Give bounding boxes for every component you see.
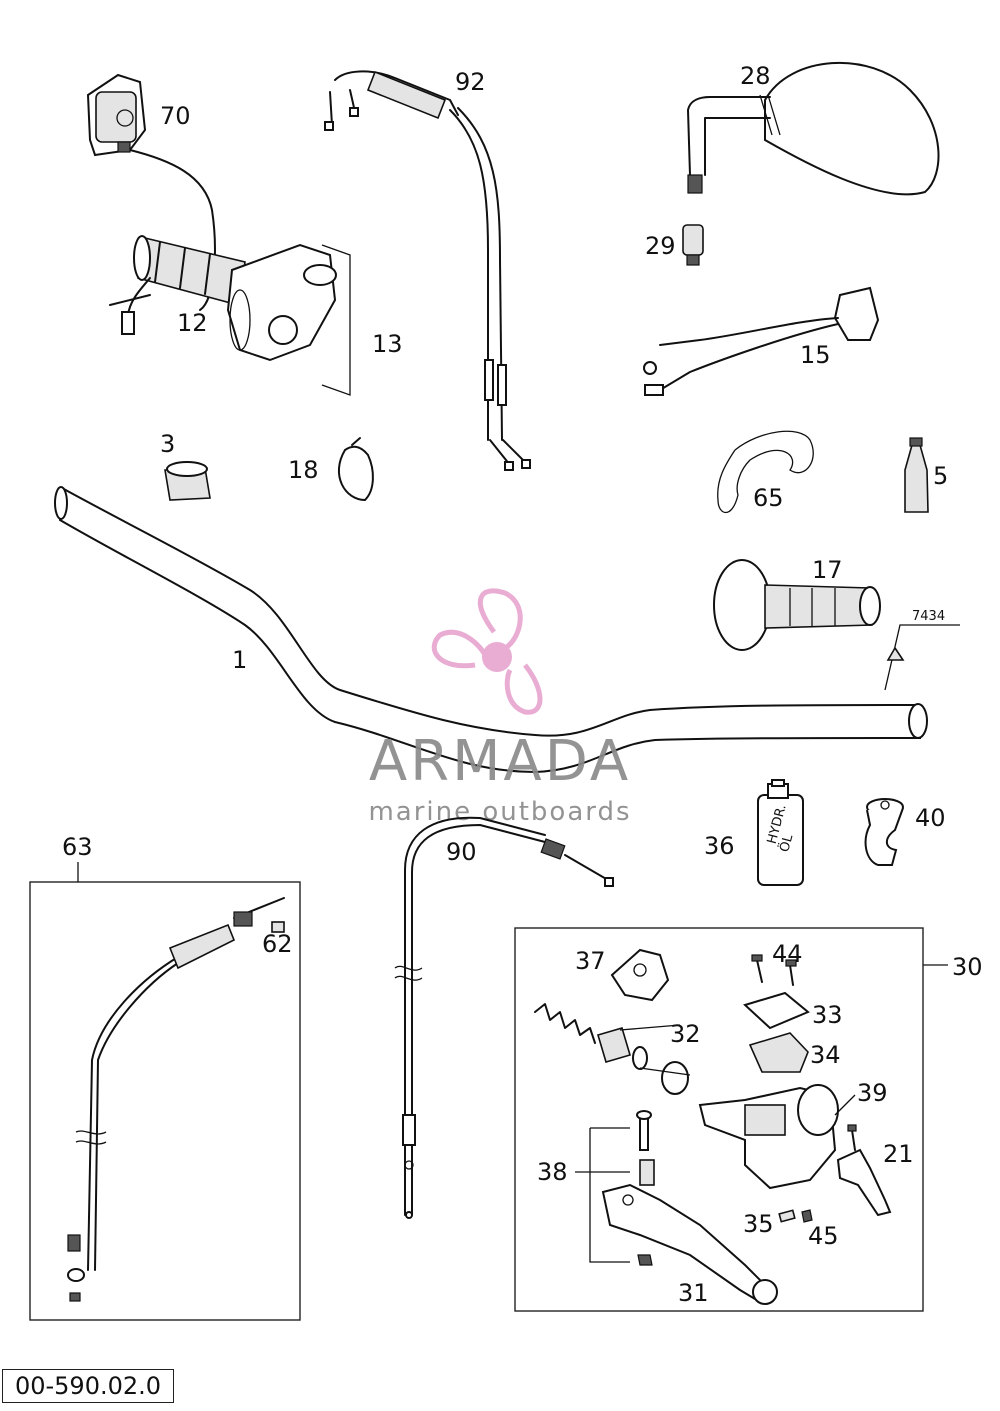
part-38-pivot-kit [575,1110,655,1266]
callout-39: 39 [857,1079,888,1107]
callout-29: 29 [645,232,676,260]
callout-63: 63 [62,833,93,861]
callout-35: 35 [743,1210,774,1238]
part-33-cover [743,991,810,1030]
part-63-clutch-cable [67,897,285,1302]
callout-34: 34 [810,1041,841,1069]
watermark-logo: ARMADA marine outboards [368,588,631,827]
callout-65: 65 [753,484,784,512]
callout-7434: 7434 [912,609,945,624]
callout-92: 92 [455,68,486,96]
part-31-lever [601,1183,778,1305]
part-35-45-small-parts [778,1209,813,1223]
callout-1: 1 [232,646,247,674]
part-92-throttle-cables [324,70,531,471]
part-13-throttle-housing [226,243,351,396]
callout-40: 40 [915,804,946,832]
callout-70: 70 [160,102,191,130]
callout-5: 5 [933,462,948,490]
part-21-adjuster [836,1124,892,1217]
callout-44: 44 [772,940,803,968]
callout-18: 18 [288,456,319,484]
part-30-kit-box [514,927,924,1312]
part-63-kit-box [29,881,301,1321]
part-5-tube [904,437,929,513]
part-36-oil-bottle: HYDR. ÖL [757,779,804,886]
part-1-handlebar [54,486,928,774]
callout-37: 37 [575,947,606,975]
part-40-clamp [864,798,904,866]
callout-33: 33 [812,1001,843,1029]
part-18-cable-tie [338,437,374,501]
oil-bottle-label-line2: ÖL [775,832,796,854]
propeller-icon [431,588,543,715]
part-7434-plug [884,624,960,691]
callout-32: 32 [670,1020,701,1048]
part-37-clamp-half [610,948,670,1002]
part-62-nut [271,921,285,933]
part-28-mirror [687,61,940,196]
callout-45: 45 [808,1222,839,1250]
callout-36: 36 [704,832,735,860]
part-90-cable [394,816,614,1219]
part-15-kill-switch [643,286,880,396]
callout-28: 28 [740,62,771,90]
part-39-master-cylinder [698,1084,856,1190]
part-44-screws [751,954,797,986]
callout-13: 13 [372,330,403,358]
part-3-bushing [164,461,211,501]
part-70-switch [86,73,216,311]
callout-30: 30 [952,953,983,981]
document-code: 00-590.02.0 [2,1369,174,1403]
part-34-diaphragm [748,1032,809,1073]
part-17-left-grip [713,559,881,651]
callout-15: 15 [800,341,831,369]
callout-90: 90 [446,838,477,866]
callout-62: 62 [262,930,293,958]
watermark-brand: ARMADA [369,729,631,794]
part-32-piston-kit [534,1003,691,1095]
callout-31: 31 [678,1279,709,1307]
callout-17: 17 [812,556,843,584]
callout-21: 21 [883,1140,914,1168]
part-65-decal [717,430,814,514]
callout-3: 3 [160,430,175,458]
callout-12: 12 [177,309,208,337]
callout-38: 38 [537,1158,568,1186]
part-29-mirror-adapter [682,224,704,266]
